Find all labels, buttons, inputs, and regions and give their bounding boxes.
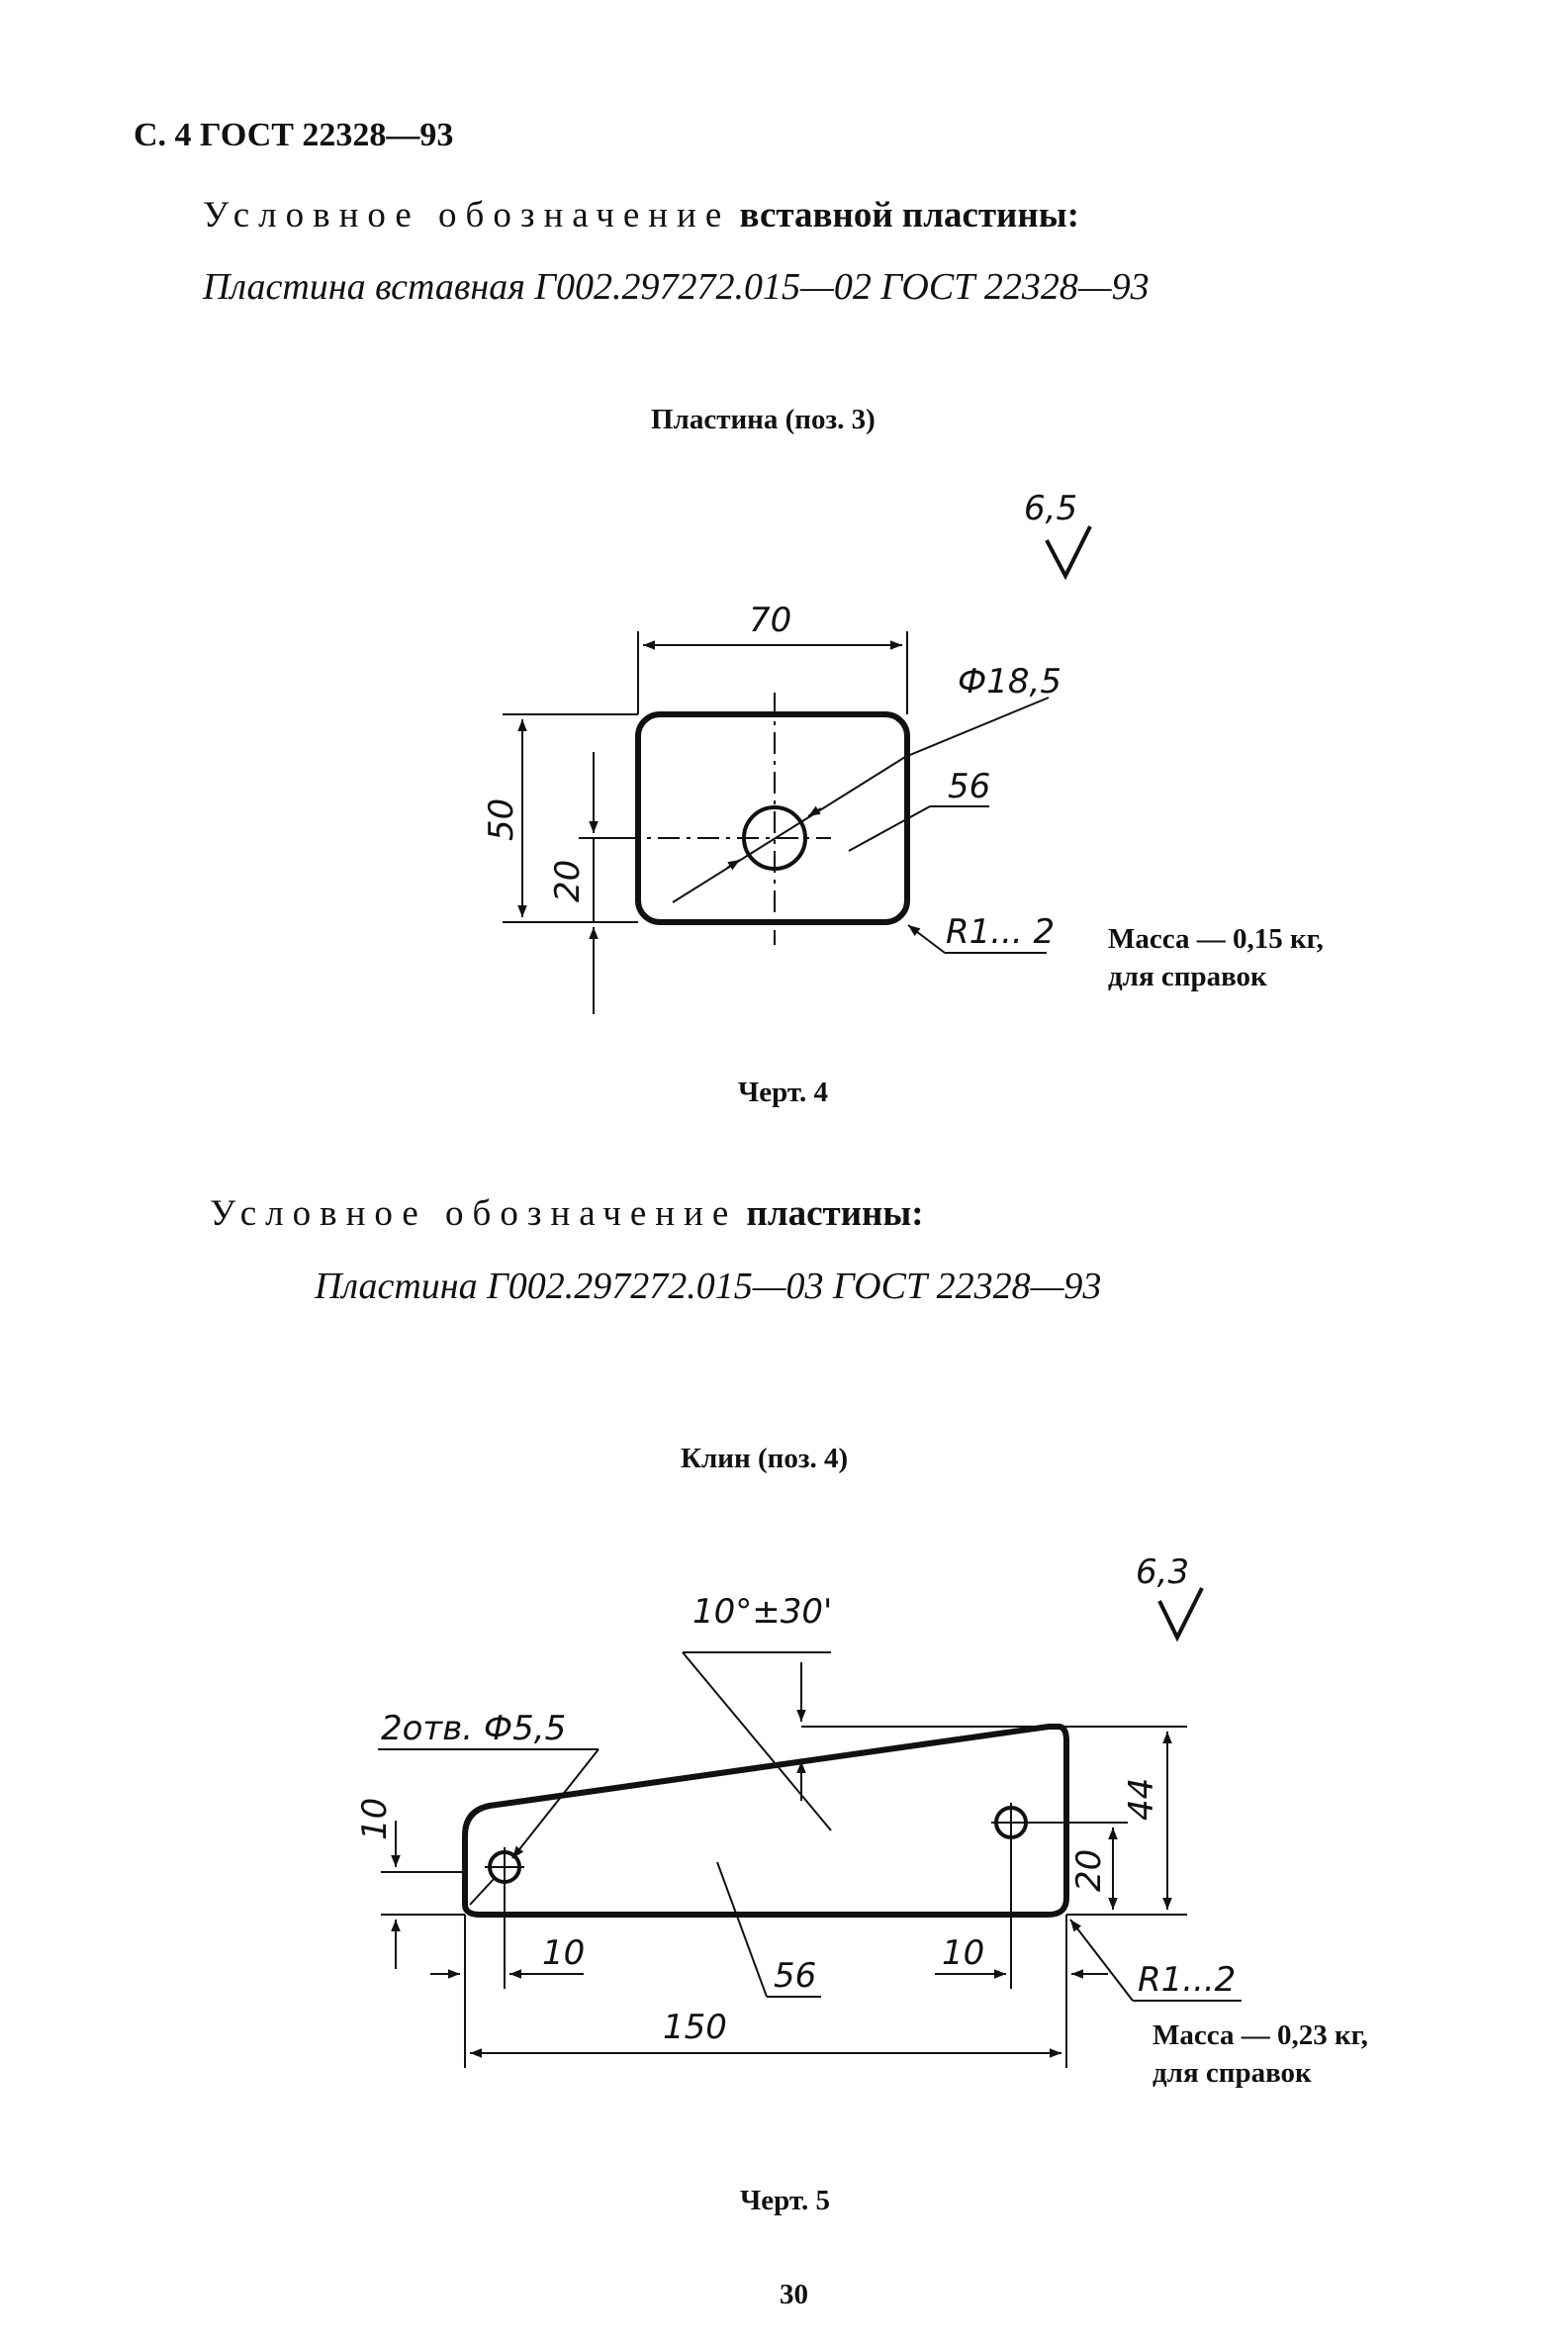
diameter-leader xyxy=(672,756,906,903)
designation-heading-2: Условное обозначение пластины: xyxy=(210,1192,924,1235)
designation-line-2: Пластина Г002.297272.015—03 ГОСТ 22328—9… xyxy=(315,1266,1102,1307)
diameter-label: Ф18,5 xyxy=(958,662,1061,702)
figure5-mass-note: Масса — 0,23 кг, для справок xyxy=(1153,2016,1368,2092)
mass-line-1: Масса — 0,23 кг, xyxy=(1153,2019,1368,2051)
height-label: 50 xyxy=(482,798,521,841)
figure4-mass-note: Масса — 0,15 кг, для справок xyxy=(1108,920,1324,995)
heading-plain-text: пластины: xyxy=(746,1193,924,1234)
left-offset-label: 10 xyxy=(542,1933,585,1973)
hole-height-label: 20 xyxy=(1069,1849,1109,1892)
radius-label: R1...2 xyxy=(1138,1960,1236,2000)
thickness-label: 56 xyxy=(774,1956,816,1996)
page-header: С. 4 ГОСТ 22328—93 xyxy=(134,117,454,153)
hole-offset-label: 20 xyxy=(548,860,588,902)
figure5-caption: Черт. 5 xyxy=(740,2185,830,2216)
right-offset-label: 10 xyxy=(942,1933,984,1973)
mass-line-2: для справок xyxy=(1153,2057,1312,2089)
figure4-caption: Черт. 4 xyxy=(738,1077,828,1108)
page-number: 30 xyxy=(780,2279,808,2310)
roughness-value: 6,3 xyxy=(1136,1552,1189,1592)
angle-label: 10°±30' xyxy=(692,1592,832,1632)
mass-line-1: Масса — 0,15 кг, xyxy=(1108,923,1324,955)
designation-heading-1: Условное обозначение вставной пластины: xyxy=(203,194,1079,236)
designation-line-1: Пластина вставная Г002.297272.015—02 ГОС… xyxy=(203,266,1150,308)
figure4-title: Пластина (поз. 3) xyxy=(651,404,876,435)
center-hole xyxy=(742,805,807,871)
left-height-label: 10 xyxy=(355,1798,395,1840)
roughness-value: 6,5 xyxy=(1024,489,1077,528)
roughness-mark-icon: 6,3 xyxy=(1136,1552,1204,1642)
wedge-outline xyxy=(462,1724,1069,1918)
height-label: 44 xyxy=(1122,1778,1161,1821)
thickness-label: 56 xyxy=(948,767,990,806)
mass-line-2: для справок xyxy=(1108,961,1267,992)
heading-spaced-text: Условное обозначение xyxy=(203,195,731,235)
length-label: 150 xyxy=(663,2008,727,2047)
width-label: 70 xyxy=(749,601,791,640)
heading-plain-text: вставной пластины: xyxy=(739,195,1079,235)
heading-spaced-text: Условное обозначение xyxy=(210,1193,738,1234)
roughness-mark-icon: 6,5 xyxy=(1024,489,1092,581)
figure5-title: Клин (поз. 4) xyxy=(681,1443,849,1474)
radius-label: R1... 2 xyxy=(946,912,1055,952)
holes-label: 2отв. Ф5,5 xyxy=(381,1709,566,1748)
